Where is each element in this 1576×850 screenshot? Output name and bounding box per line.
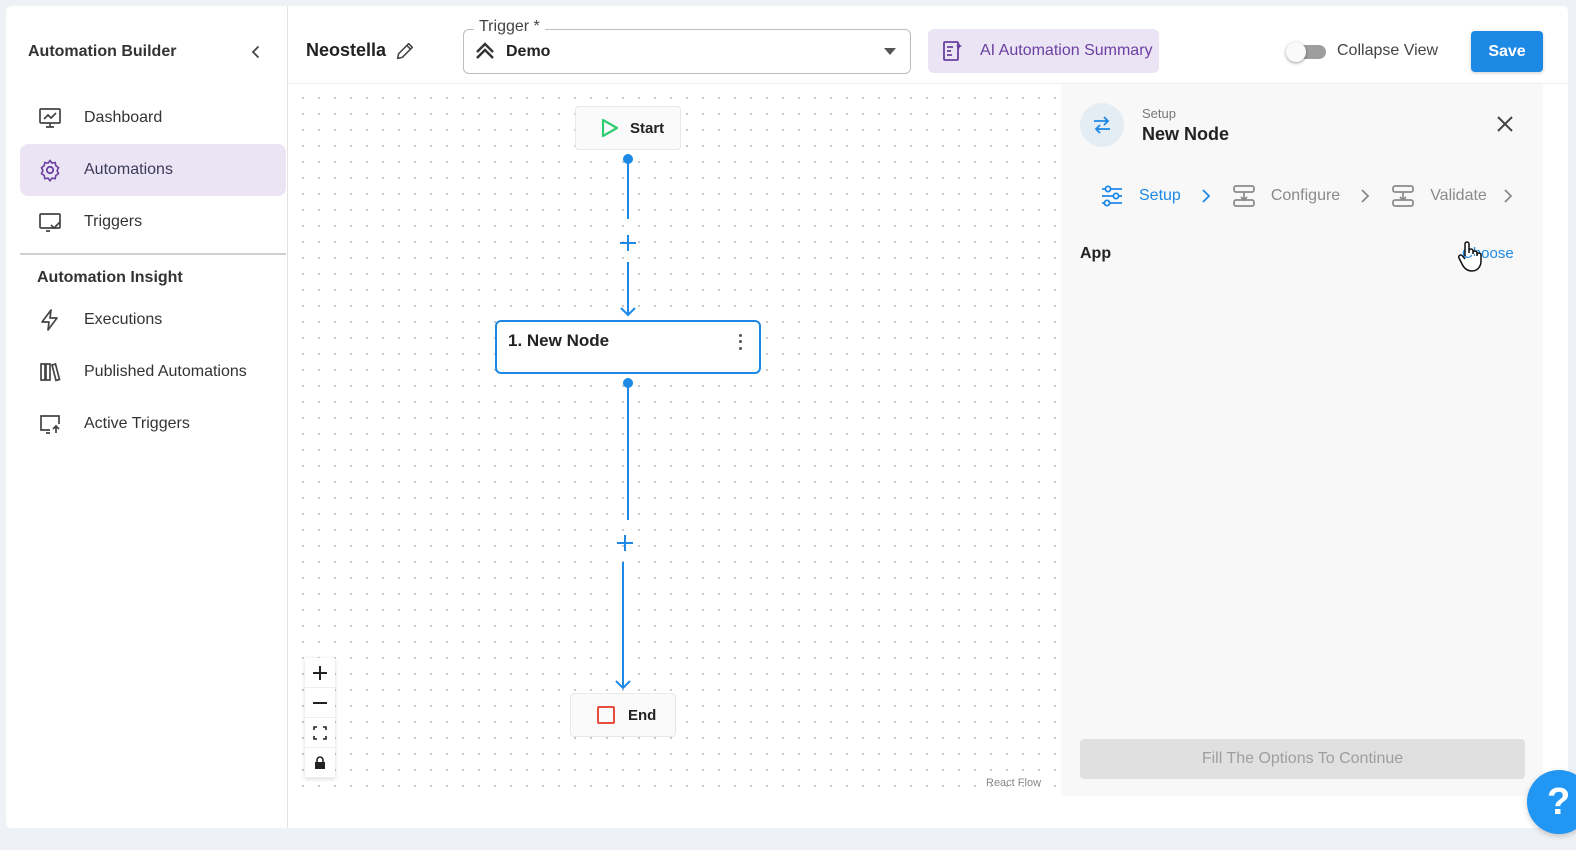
node-bottom-handle bbox=[623, 378, 633, 388]
question-mark-icon: ? bbox=[1547, 780, 1571, 823]
zoom-out-button[interactable] bbox=[305, 688, 335, 718]
sidebar-item-active-triggers[interactable]: Active Triggers bbox=[20, 398, 286, 450]
dropdown-arrow-icon bbox=[884, 48, 896, 55]
step-validate[interactable]: Validate bbox=[1390, 183, 1487, 209]
trigger-select-value: Demo bbox=[506, 43, 551, 60]
fit-view-button[interactable] bbox=[305, 718, 335, 748]
chevron-right-icon bbox=[1361, 189, 1370, 203]
node-settings-panel: Setup New Node Setup Configure Validate … bbox=[1061, 84, 1543, 796]
edge-arrow-head bbox=[615, 680, 631, 690]
sidebar-item-automations[interactable]: Automations bbox=[20, 144, 286, 196]
step-label: Validate bbox=[1430, 187, 1487, 204]
lightning-icon bbox=[38, 308, 62, 332]
setup-avatar bbox=[1080, 103, 1124, 147]
ai-summary-icon bbox=[943, 41, 962, 61]
sidebar-title: Automation Builder bbox=[28, 43, 177, 60]
automations-gear-icon bbox=[38, 158, 62, 182]
plus-icon bbox=[620, 235, 636, 251]
sidebar-header: Automation Builder bbox=[28, 40, 268, 64]
sidebar-item-dashboard[interactable]: Dashboard bbox=[20, 92, 286, 144]
react-flow-attribution[interactable]: React Flow bbox=[986, 777, 1042, 789]
sliders-icon bbox=[1102, 185, 1122, 207]
top-toolbar: Neostella Trigger * Demo AI Automation S… bbox=[288, 6, 1568, 84]
sidebar-item-executions[interactable]: Executions bbox=[20, 294, 286, 346]
zoom-controls bbox=[305, 658, 335, 778]
save-button[interactable]: Save bbox=[1471, 31, 1543, 72]
chevron-up-double-icon bbox=[476, 42, 494, 59]
collapse-sidebar-button[interactable] bbox=[244, 40, 268, 64]
minus-icon bbox=[313, 701, 327, 704]
automation-name: Neostella bbox=[306, 40, 387, 60]
lock-button[interactable] bbox=[305, 748, 335, 778]
triggers-icon bbox=[38, 210, 62, 234]
close-icon bbox=[1497, 116, 1513, 132]
trigger-select[interactable]: Trigger * Demo bbox=[463, 18, 911, 74]
node-title: 1. New Node bbox=[508, 331, 610, 350]
panel-subtitle: Setup bbox=[1142, 106, 1176, 121]
dashboard-icon bbox=[38, 106, 62, 130]
start-node-label: Start bbox=[630, 119, 665, 137]
plus-icon bbox=[617, 535, 633, 551]
sidebar-section-title: Automation Insight bbox=[37, 269, 183, 286]
play-icon bbox=[601, 118, 619, 138]
chevron-right-icon bbox=[1504, 189, 1513, 203]
flow-edges bbox=[615, 154, 636, 706]
validate-icon bbox=[1392, 185, 1415, 207]
plus-icon bbox=[313, 665, 327, 680]
flow-canvas[interactable]: Start 1. New Node End React Flow bbox=[289, 84, 1061, 796]
lock-icon bbox=[315, 755, 325, 769]
app-window: Automation Builder Dashboard Automations… bbox=[6, 6, 1568, 828]
edge-arrow-head bbox=[620, 307, 636, 317]
app-field-label: App bbox=[1080, 245, 1112, 262]
fit-view-icon bbox=[313, 725, 327, 740]
new-node[interactable]: 1. New Node bbox=[495, 320, 761, 374]
sidebar-item-label: Dashboard bbox=[84, 109, 163, 126]
sidebar: Automation Builder Dashboard Automations… bbox=[6, 6, 288, 828]
collapse-view-label: Collapse View bbox=[1337, 42, 1439, 59]
step-navigation: Setup Configure Validate bbox=[1099, 174, 1533, 218]
chevron-left-icon bbox=[251, 45, 260, 59]
books-icon bbox=[38, 360, 62, 384]
toggle-knob bbox=[1286, 42, 1306, 62]
ai-summary-label: AI Automation Summary bbox=[980, 42, 1153, 59]
sidebar-item-label: Automations bbox=[84, 161, 173, 178]
sidebar-item-label: Active Triggers bbox=[84, 415, 190, 432]
help-button[interactable]: ? bbox=[1527, 770, 1576, 834]
sidebar-item-label: Executions bbox=[84, 311, 163, 328]
ai-automation-summary-button[interactable]: AI Automation Summary bbox=[928, 29, 1159, 73]
start-node[interactable]: Start bbox=[575, 106, 681, 150]
sidebar-item-published-automations[interactable]: Published Automations bbox=[20, 346, 286, 398]
trigger-select-label: Trigger * bbox=[474, 18, 545, 36]
active-triggers-icon bbox=[38, 412, 62, 436]
sidebar-item-triggers[interactable]: Triggers bbox=[20, 196, 286, 248]
add-node-button[interactable] bbox=[614, 532, 636, 554]
zoom-in-button[interactable] bbox=[305, 658, 335, 688]
chevron-right-icon bbox=[1202, 189, 1211, 203]
add-node-button[interactable] bbox=[617, 232, 639, 254]
continue-button[interactable]: Fill The Options To Continue bbox=[1080, 739, 1525, 779]
end-node-label: End bbox=[628, 706, 657, 724]
step-configure[interactable]: Configure bbox=[1231, 183, 1340, 209]
step-label: Configure bbox=[1270, 187, 1341, 204]
sidebar-item-label: Published Automations bbox=[84, 363, 247, 380]
configure-icon bbox=[1232, 185, 1255, 207]
node-menu-icon[interactable] bbox=[731, 332, 749, 352]
sidebar-divider bbox=[20, 253, 286, 255]
stop-square-icon bbox=[597, 706, 615, 724]
pencil-icon bbox=[396, 42, 414, 60]
close-panel-button[interactable] bbox=[1493, 112, 1517, 136]
panel-title: New Node bbox=[1142, 124, 1230, 144]
swap-arrows-icon bbox=[1094, 116, 1110, 134]
step-setup[interactable]: Setup bbox=[1099, 183, 1181, 209]
choose-app-link[interactable]: Choose bbox=[1462, 245, 1514, 262]
edit-name-button[interactable] bbox=[392, 38, 418, 64]
sidebar-item-label: Triggers bbox=[84, 213, 143, 230]
start-handle bbox=[623, 154, 633, 164]
end-node[interactable]: End bbox=[570, 693, 676, 737]
step-label: Setup bbox=[1139, 187, 1181, 204]
collapse-view-toggle[interactable] bbox=[1286, 42, 1326, 62]
